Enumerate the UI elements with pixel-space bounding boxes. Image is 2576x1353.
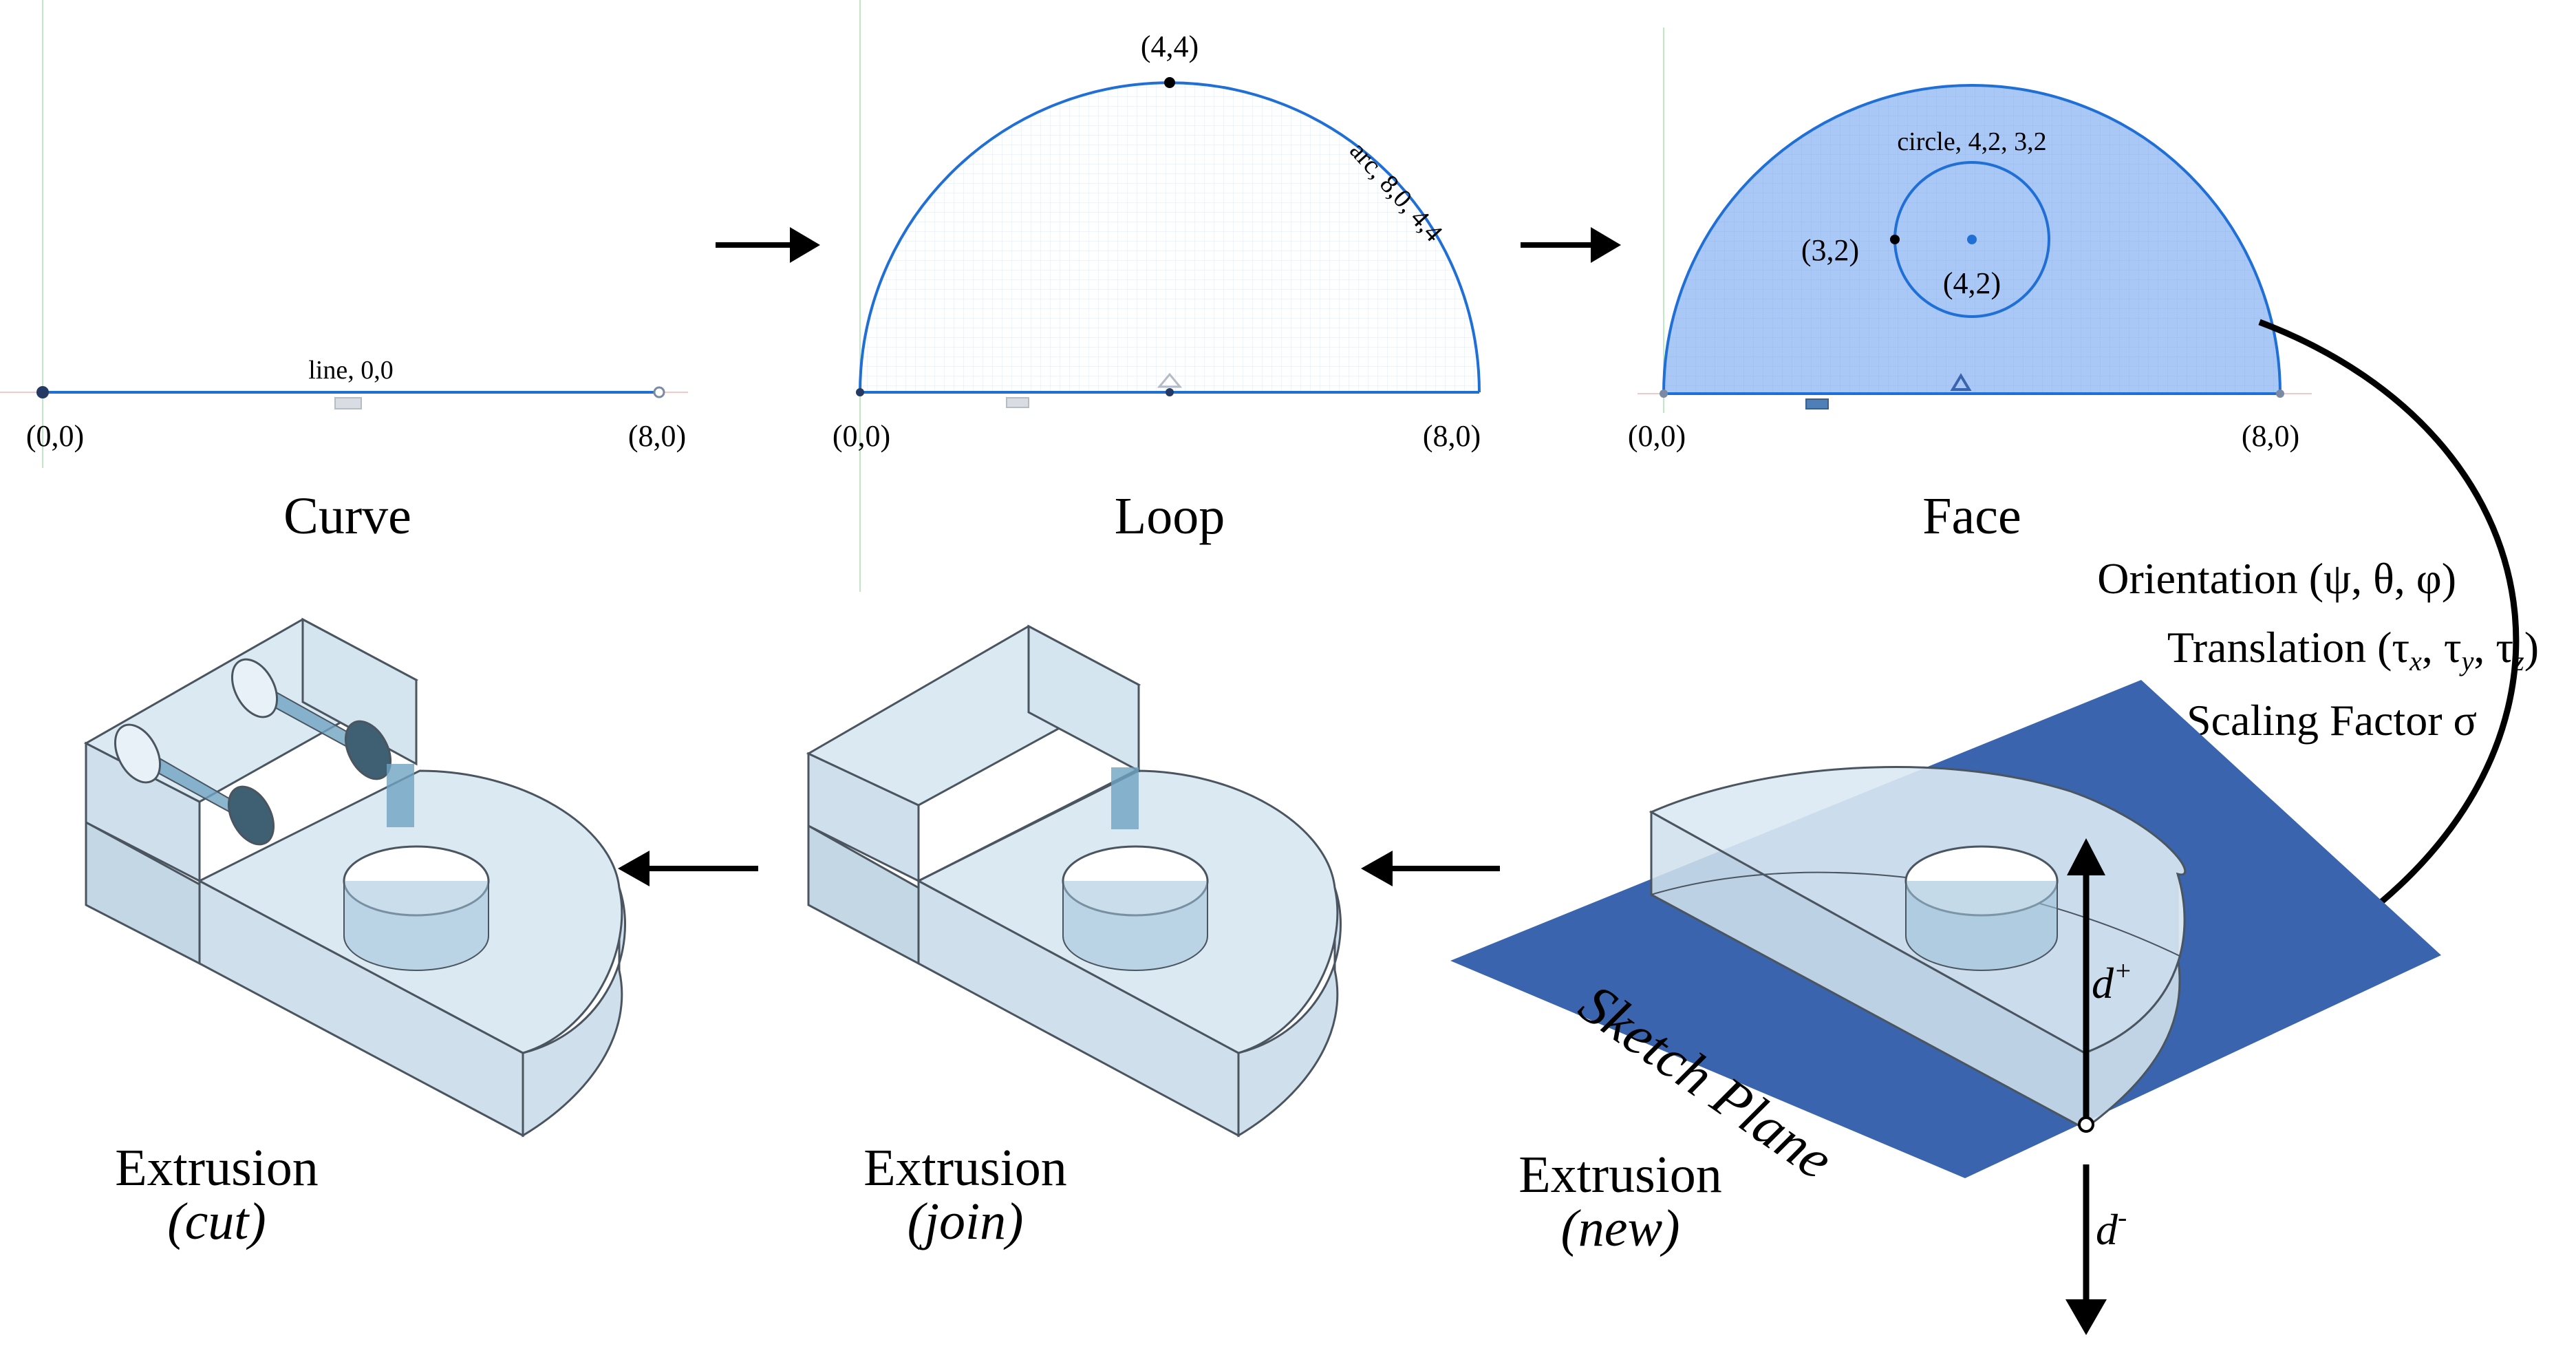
triangle-glyph xyxy=(1950,373,1972,391)
loop-panel: (4,4) arc, 8,0, 4,4 (0,0) (8,0) Loop xyxy=(833,0,1481,592)
extrusion-origin-point xyxy=(2078,1116,2094,1133)
origin-point xyxy=(36,386,49,398)
line-label: line, 0,0 xyxy=(308,356,393,385)
cut-extrusion-panel: Extrusion (cut) xyxy=(83,617,626,1250)
new-extrusion-title: Extrusion xyxy=(1518,1146,1722,1204)
new-extrusion-panel: Sketch Plane d+ d- Extrusion (new) xyxy=(1450,680,2441,1335)
new-extrusion-mode: (new) xyxy=(1560,1200,1679,1257)
curve-panel: line, 0,0 (0,0) (8,0) Curve xyxy=(0,0,688,545)
d-plus-label: d+ xyxy=(2092,955,2132,1008)
cut-hole-wall xyxy=(343,881,489,971)
orientation-label: Orientation (ψ, θ, φ) xyxy=(2097,554,2456,603)
d-minus-label: d- xyxy=(2096,1202,2127,1254)
base-mid-point xyxy=(1166,388,1174,396)
cut-extrusion-title: Extrusion xyxy=(115,1139,319,1197)
constraint-glyph xyxy=(1006,397,1029,408)
origin-coord: (0,0) xyxy=(833,419,890,453)
arc-top-coord: (4,4) xyxy=(1141,30,1199,63)
join-overlap-mark xyxy=(1111,767,1139,829)
arrow-new-to-join xyxy=(1361,851,1500,886)
curve-caption: Curve xyxy=(283,487,411,545)
constraint-glyph xyxy=(1805,398,1829,409)
arc-top-point xyxy=(1164,77,1175,88)
cut-overlap-mark xyxy=(387,764,414,827)
origin-point xyxy=(856,388,864,396)
cut-extrusion-mode: (cut) xyxy=(167,1193,266,1250)
scaling-label: Scaling Factor σ xyxy=(2187,696,2477,745)
end-point xyxy=(2276,390,2284,398)
join-extrusion-panel: Extrusion (join) xyxy=(806,624,1342,1250)
loop-grid xyxy=(860,83,1479,392)
join-extrusion-title: Extrusion xyxy=(863,1139,1067,1197)
loop-caption: Loop xyxy=(1115,487,1225,545)
circle-label: circle, 4,2, 3,2 xyxy=(1897,127,2046,156)
arrow-curve-to-loop xyxy=(716,227,820,263)
circle-edge-point xyxy=(1890,235,1900,244)
circle-center-point xyxy=(1967,235,1977,244)
arrow-join-to-cut xyxy=(618,851,758,886)
join-extrusion-mode: (join) xyxy=(908,1193,1024,1250)
origin-coord: (0,0) xyxy=(1628,419,1686,453)
circle-edge-coord: (3,2) xyxy=(1801,233,1859,267)
face-caption: Face xyxy=(1922,487,2021,545)
constraint-glyph xyxy=(334,397,362,409)
join-hole-wall xyxy=(1062,881,1208,971)
origin-coord: (0,0) xyxy=(26,419,84,453)
join-block-left xyxy=(807,824,920,966)
cut-block-left xyxy=(85,820,201,966)
end-coord: (8,0) xyxy=(2242,419,2299,453)
face-panel: circle, 4,2, 3,2 (3,2) (4,2) (0,0) (8,0)… xyxy=(1628,28,2312,545)
end-coord: (8,0) xyxy=(1423,419,1481,453)
new-hole-wall xyxy=(1905,881,2058,971)
join-block-side xyxy=(1027,624,1140,773)
origin-point xyxy=(1660,390,1668,398)
line-end-point xyxy=(653,386,665,398)
arrow-loop-to-face xyxy=(1521,227,1621,263)
transform-parameters: Orientation (ψ, θ, φ) Translation (τx, τ… xyxy=(2097,554,2539,745)
cut-block-side xyxy=(301,617,418,766)
triangle-glyph xyxy=(1157,372,1183,388)
translation-label: Translation (τx, τy, τz) xyxy=(2167,623,2539,676)
circle-center-coord: (4,2) xyxy=(1943,266,2001,300)
end-coord: (8,0) xyxy=(628,419,686,453)
